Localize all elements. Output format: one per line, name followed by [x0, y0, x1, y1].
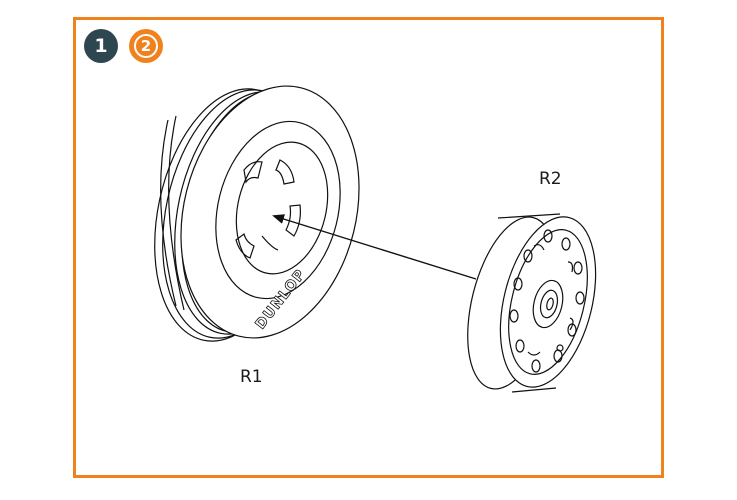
- wheel-label: R2: [539, 169, 562, 189]
- instruction-frame: [73, 17, 664, 478]
- step-number-badge: 1: [84, 29, 118, 63]
- assembly-arrow: [272, 214, 477, 280]
- next-step-number: 2: [140, 37, 152, 55]
- rotate-circle-icon: 2: [134, 34, 158, 58]
- next-step-badge: 2: [129, 29, 163, 63]
- tire-r1: [154, 85, 360, 342]
- tire-label: R1: [240, 367, 263, 387]
- wheel-r2: [467, 213, 597, 393]
- step-number: 1: [94, 35, 108, 57]
